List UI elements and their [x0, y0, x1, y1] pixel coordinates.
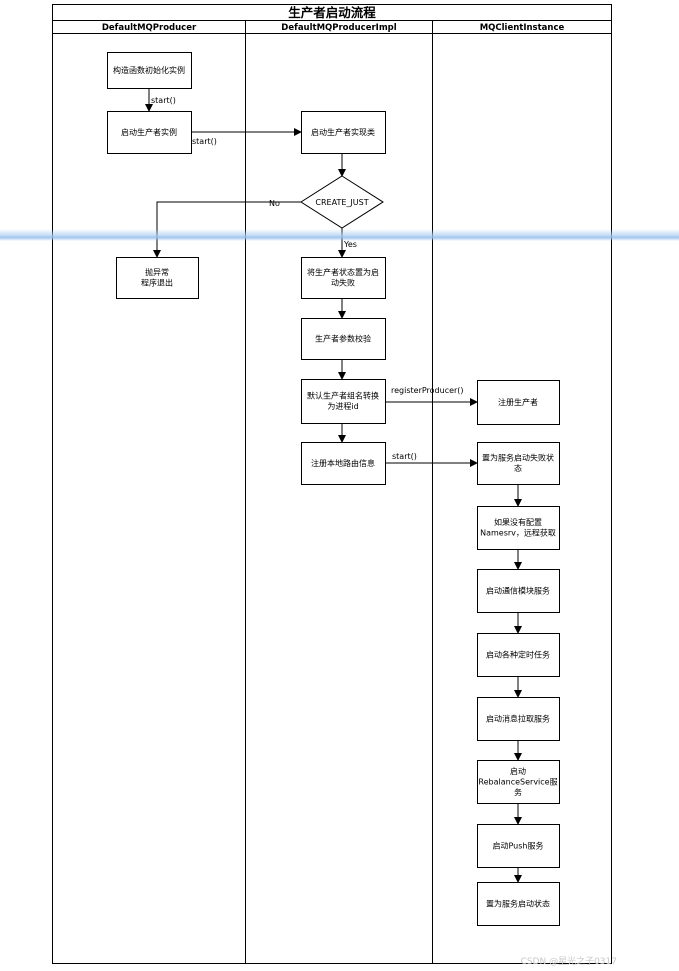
node-label-line: 启动消息拉取服务 — [486, 713, 550, 723]
flow-node-n4: 启动生产者实现类 — [301, 111, 386, 154]
flow-node-n14: 启动各种定时任务 — [477, 633, 560, 677]
flow-node-n2: 启动生产者实例 — [107, 111, 192, 154]
edge-label: start() — [151, 96, 176, 105]
node-label-line: CREATE_JUST — [315, 198, 368, 207]
node-label-line: 启动生产者实例 — [121, 127, 177, 137]
process-box — [477, 882, 560, 926]
lane-header-mqclientinstance: MQClientInstance — [480, 23, 565, 33]
flow-node-n1: 构造函数初始化实例 — [107, 52, 192, 89]
flow-node-n18: 置为服务启动状态 — [477, 882, 560, 926]
process-box — [301, 111, 386, 154]
diagram-title: 生产者启动流程 — [288, 5, 376, 20]
process-box — [477, 442, 560, 485]
process-box — [301, 257, 386, 299]
process-box — [477, 697, 560, 741]
edge-label: start() — [192, 137, 217, 146]
node-label-line: 抛异常 — [145, 267, 169, 277]
node-label-line: 置为服务启动状态 — [486, 898, 550, 908]
node-label-line: 为进程id — [327, 401, 358, 411]
node-label-line: 启动 — [510, 766, 526, 776]
flow-node-n7: 生产者参数校验 — [301, 318, 386, 360]
watermark: CSDN @星光之子0317 — [520, 957, 617, 967]
process-box — [477, 569, 560, 613]
process-box — [107, 52, 192, 89]
flow-node-n10: 注册生产者 — [477, 380, 560, 425]
lane-header-defaultmqproducer: DefaultMQProducer — [102, 23, 197, 33]
flow-node-n13: 启动通信模块服务 — [477, 569, 560, 613]
process-box — [477, 633, 560, 677]
process-box — [301, 379, 386, 424]
node-label-line: RebalanceService服 — [478, 777, 557, 786]
node-label-line: 将生产者状态置为启 — [307, 267, 379, 277]
node-label-line: 态 — [514, 463, 522, 473]
flow-node-n5: CREATE_JUST — [300, 175, 384, 229]
node-label-line: 如果没有配置 — [494, 517, 542, 527]
node-label-line: 默认生产者组名转换 — [307, 391, 379, 401]
edge-label: registerProducer() — [391, 386, 464, 395]
node-label-line: 注册本地路由信息 — [311, 458, 375, 468]
process-box — [477, 824, 560, 868]
node-label-line: 注册生产者 — [498, 397, 538, 407]
process-box — [116, 257, 199, 299]
process-box — [107, 111, 192, 154]
node-label-line: 启动Push服务 — [493, 840, 544, 850]
connector-n5-to-n3 — [153, 201, 301, 258]
edges-layer — [145, 88, 522, 883]
process-box — [477, 380, 560, 425]
lane-header-defaultmqproducerimpl: DefaultMQProducerImpl — [281, 23, 396, 33]
node-label-line: 程序退出 — [141, 278, 173, 288]
pool-frame — [52, 4, 612, 964]
flow-node-n17: 启动Push服务 — [477, 824, 560, 868]
flow-node-n9: 注册本地路由信息 — [301, 442, 386, 485]
process-box — [477, 506, 560, 550]
process-box — [477, 760, 560, 804]
flow-node-n15: 启动消息拉取服务 — [477, 697, 560, 741]
edge-label: start() — [392, 452, 417, 461]
node-label-line: 启动通信模块服务 — [486, 585, 550, 595]
node-label-line: 生产者参数校验 — [315, 333, 371, 343]
node-label-line: 启动各种定时任务 — [486, 649, 550, 659]
process-box — [301, 442, 386, 485]
node-label-line: 务 — [514, 787, 522, 797]
decision-shape — [300, 175, 384, 229]
node-label-line: 动失败 — [331, 278, 355, 288]
node-label-line: Namesrv，远程获取 — [480, 528, 556, 538]
node-label-line: 构造函数初始化实例 — [113, 65, 185, 75]
edge-label: No — [269, 199, 280, 208]
process-box — [301, 318, 386, 360]
edge-label: Yes — [343, 240, 357, 249]
node-label-line: 置为服务启动失败状 — [482, 453, 554, 463]
node-label-line: 启动生产者实现类 — [311, 127, 375, 137]
